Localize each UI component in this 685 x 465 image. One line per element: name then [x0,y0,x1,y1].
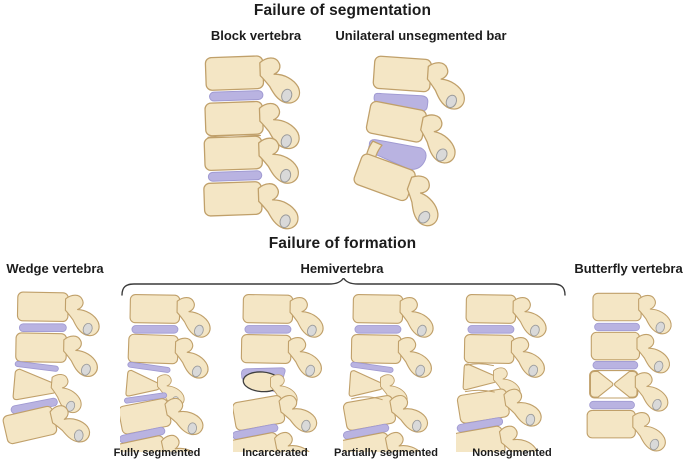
block-vertebra-label: Block vertebra [210,28,302,43]
butterfly-vertebra-body [589,370,669,412]
nonsegmented-label: Nonsegmented [472,447,552,459]
partially-segmented-hemivertebra-figure [343,292,441,452]
butterfly-vertebra-figure [578,286,685,456]
fusion-seam [351,396,383,401]
block-vertebra-illustration [198,52,322,230]
block-vertebra-figure [198,52,322,230]
unilateral-unsegmented-bar-illustration [348,52,486,230]
hemivertebra-body [348,369,385,399]
incarcerated-hemivertebra-figure [233,292,331,452]
fully-segmented-label: Fully segmented [113,447,201,459]
disc [207,170,263,182]
disc [594,322,640,332]
right-wing [614,370,638,398]
wedge-vertebra-illustration [2,286,115,458]
disc [244,325,292,334]
disc [208,89,264,102]
unilateral-unsegmented-bar-figure [348,52,486,230]
wedge-vertebra-figure [2,286,115,458]
fully-segmented-illustration [120,292,218,452]
disc [589,400,635,410]
posterior-element [634,372,669,412]
incarcerated-illustration [233,292,331,452]
fusion-seam [207,134,261,138]
fully-segmented-hemivertebra-figure [120,292,218,452]
fusion-seam [464,389,495,393]
left-wing [589,370,614,398]
disc [354,325,402,334]
nonsegmented-hemivertebra-figure [456,292,554,452]
segmentation-section-title: Failure of segmentation [253,2,432,19]
disc [467,325,515,334]
partially-segmented-label: Partially segmented [334,447,438,459]
butterfly-vertebra-illustration [578,286,685,456]
vertebra [587,410,665,451]
wedge-vertebra-label: Wedge vertebra [6,261,104,276]
disc [592,361,639,370]
incarcerated-label: Incarcerated [242,447,308,459]
formation-section-title: Failure of formation [268,235,417,252]
hemivertebra-body [462,363,499,392]
butterfly-vertebra-label: Butterfly vertebra [574,261,683,276]
fusion-seam [465,363,495,367]
disc [131,325,179,334]
disc [18,323,67,333]
vertebra [204,180,299,230]
hemivertebra-brace [120,276,567,296]
hemivertebra-label: Hemivertebra [300,261,384,276]
partially-segmented-illustration [343,292,441,452]
unilateral-unsegmented-bar-label: Unilateral unsegmented bar [335,28,507,43]
nonsegmented-illustration [456,292,554,452]
